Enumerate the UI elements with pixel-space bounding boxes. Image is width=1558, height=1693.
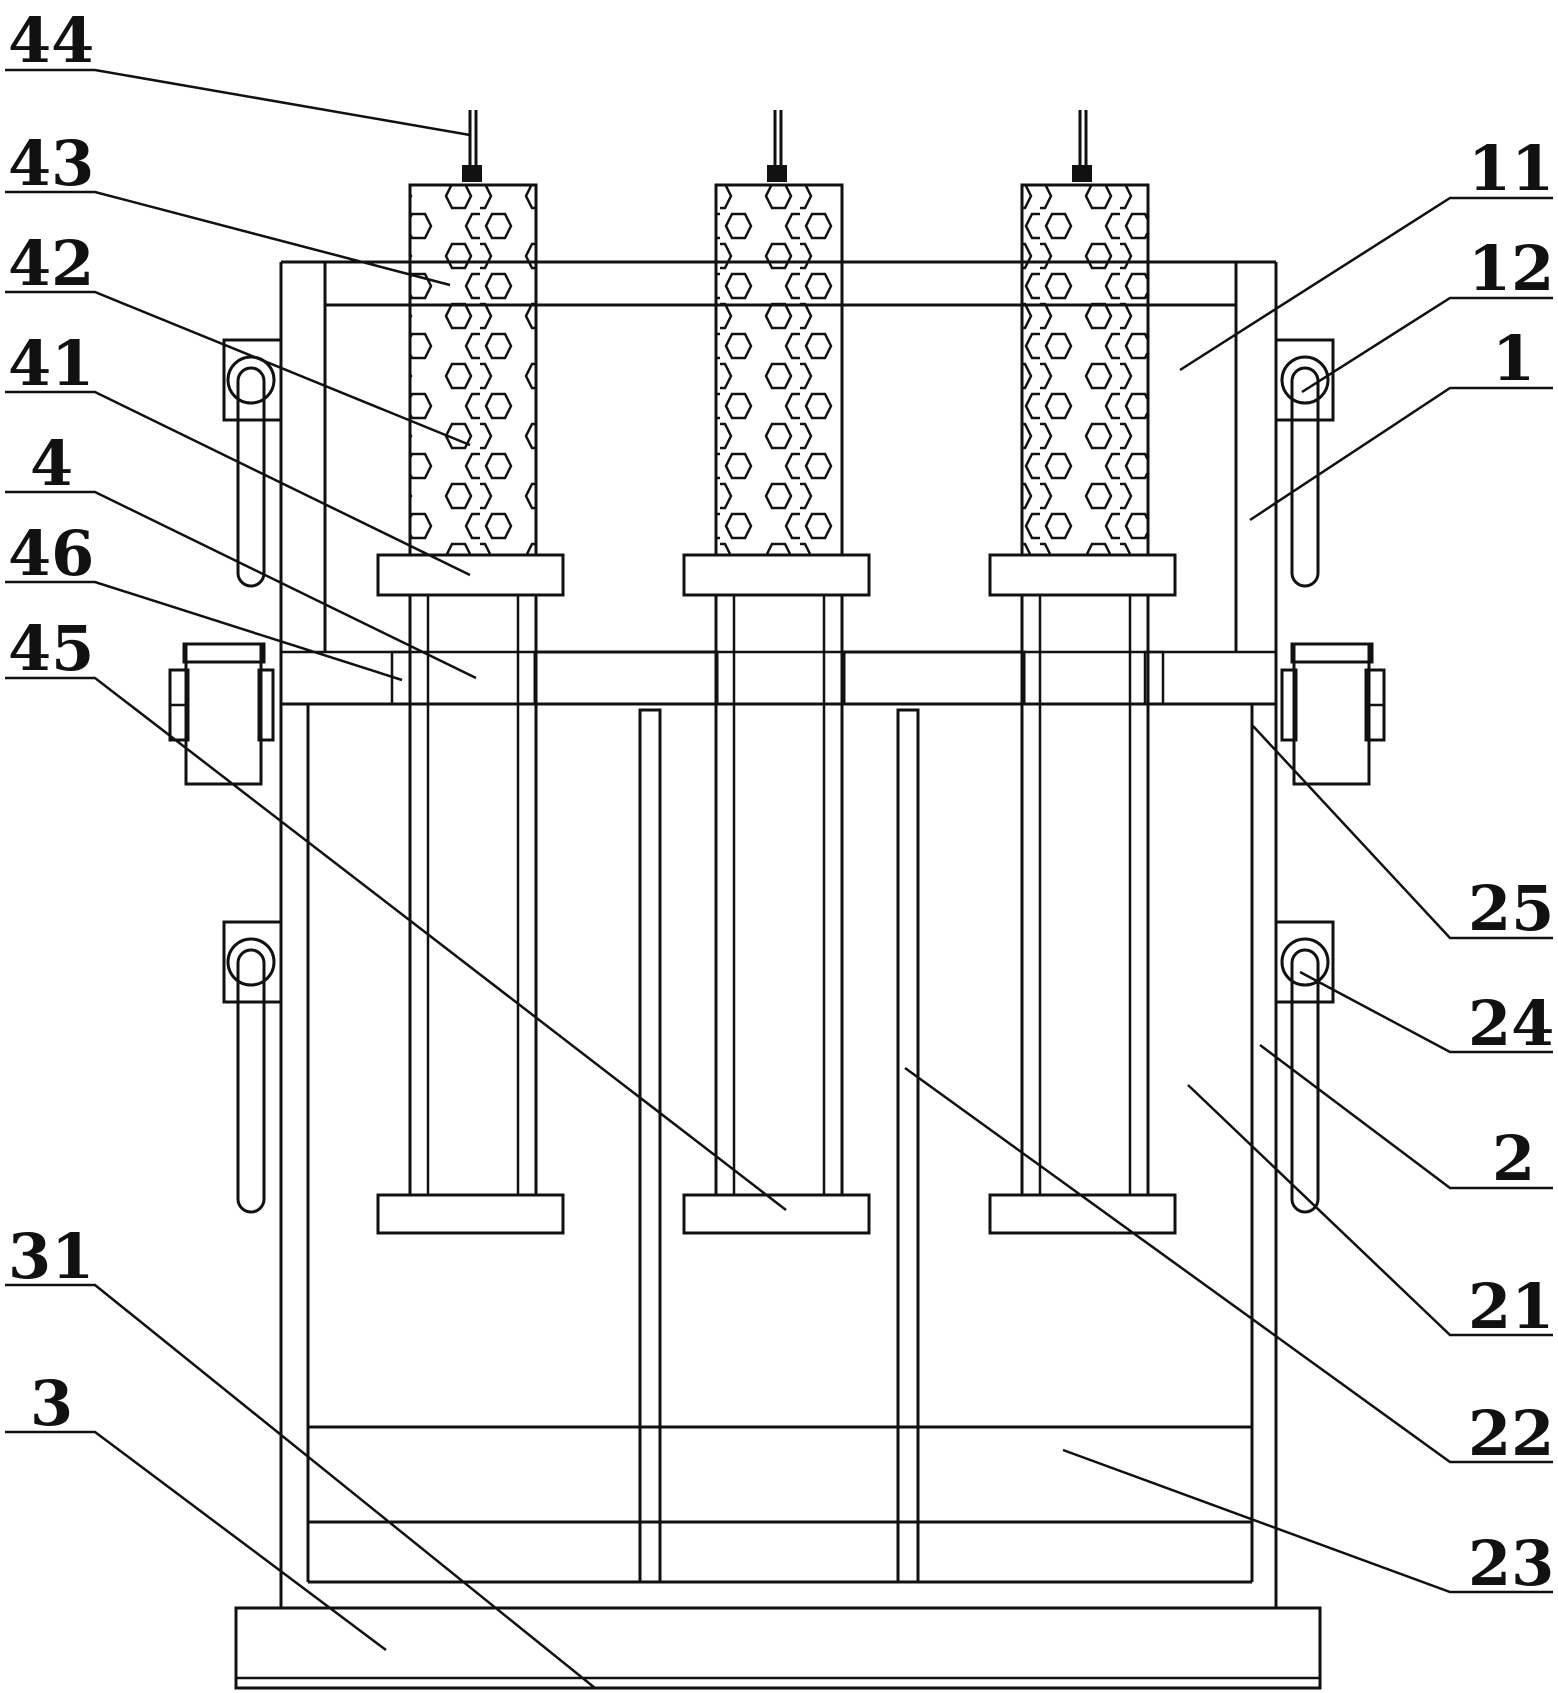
handle-lower-left	[222, 920, 283, 1214]
label-2: 2	[1492, 1122, 1535, 1195]
label-4: 4	[30, 427, 73, 500]
base-plate	[234, 1606, 1322, 1690]
label-23: 23	[1468, 1527, 1554, 1600]
label-43: 43	[8, 127, 94, 200]
label-11: 11	[1468, 132, 1554, 205]
filter-column-1	[376, 110, 565, 1235]
label-12: 12	[1468, 232, 1554, 305]
label-42: 42	[8, 227, 94, 300]
label-1: 1	[1492, 322, 1535, 395]
vertical-rods	[638, 708, 920, 1584]
label-41: 41	[8, 327, 94, 400]
cross-beams	[390, 650, 1165, 706]
handle-upper-right	[1274, 338, 1335, 588]
label-44: 44	[8, 4, 94, 77]
filter-column-2	[682, 110, 871, 1235]
handle-upper-left	[222, 338, 283, 588]
filter-column-3	[988, 110, 1177, 1235]
label-24: 24	[1468, 987, 1554, 1060]
leader-lines-left	[5, 68, 787, 1689]
label-22: 22	[1468, 1397, 1554, 1470]
clamp-right	[1280, 642, 1386, 786]
handle-lower-right	[1274, 920, 1335, 1214]
label-21: 21	[1468, 1270, 1554, 1343]
clamp-left	[168, 642, 275, 786]
label-45: 45	[8, 612, 94, 685]
reference-labels: 44 43 42 41 4 46 45 31 3 11 12 1 25 24 2…	[8, 4, 1554, 1600]
label-31: 31	[8, 1220, 94, 1293]
label-3: 3	[30, 1367, 73, 1440]
leader-lines-right	[904, 196, 1553, 1594]
label-46: 46	[8, 517, 94, 590]
label-25: 25	[1468, 872, 1554, 945]
